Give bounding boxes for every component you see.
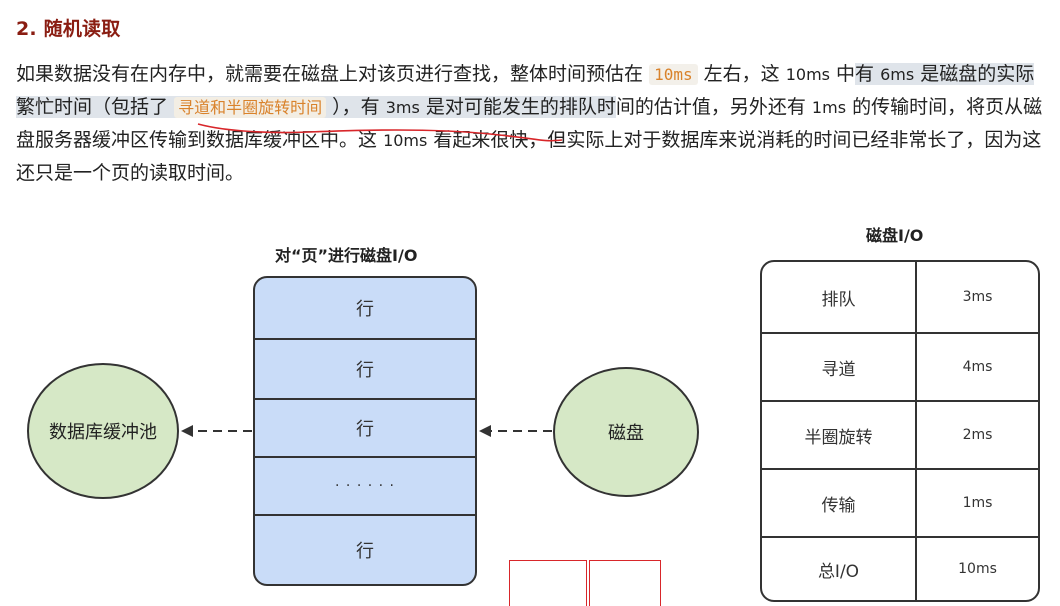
table-row: 传输 1ms bbox=[762, 470, 1038, 536]
table-cell-label: 传输 bbox=[762, 470, 917, 536]
para-text-3: 中 bbox=[836, 63, 856, 85]
red-annotation-box bbox=[509, 560, 587, 606]
table-cell-label: 半圈旋转 bbox=[762, 402, 917, 468]
row-divider bbox=[255, 456, 475, 458]
para-num-5: 10ms bbox=[383, 131, 428, 150]
inline-chip-seek: 寻道和半圈旋转时间 bbox=[174, 97, 327, 118]
page-row: 行 bbox=[356, 360, 374, 381]
page-row-ellipsis: · · · · · · bbox=[335, 478, 395, 494]
para-text-4: 间的估计值，另外还有 bbox=[615, 96, 806, 118]
disk-node: 磁盘 bbox=[553, 367, 699, 497]
diagram-title: 对“页”进行磁盘I/O bbox=[275, 246, 418, 265]
page-rows-stack: 行 行 行 · · · · · · 行 bbox=[253, 276, 477, 586]
table-row: 总I/O 10ms bbox=[762, 538, 1038, 600]
table-cell-label: 寻道 bbox=[762, 334, 917, 400]
table-cell-label: 总I/O bbox=[762, 538, 917, 600]
row-divider bbox=[255, 398, 475, 400]
table-cell-value: 4ms bbox=[962, 359, 993, 375]
para-num-2: 6ms bbox=[880, 65, 915, 84]
page-row: 行 bbox=[356, 541, 374, 562]
page-row: 行 bbox=[356, 299, 374, 320]
disk-io-table: 排队 3ms 寻道 4ms 半圈旋转 2ms 传输 1ms 总I/O 10ms bbox=[760, 260, 1040, 602]
page-row: 行 bbox=[356, 419, 374, 440]
table-divider bbox=[762, 536, 1038, 538]
para-num-4: 1ms bbox=[811, 98, 847, 117]
table-cell-value: 3ms bbox=[962, 289, 993, 305]
body-paragraph: 如果数据没有在内存中，就需要在磁盘上对该页进行查找，整体时间预估在 10ms 左… bbox=[16, 58, 1052, 189]
table-row: 排队 3ms bbox=[762, 262, 1038, 332]
io-table-title: 磁盘I/O bbox=[866, 226, 924, 245]
inline-code-10ms: 10ms bbox=[649, 64, 698, 85]
table-cell-label: 排队 bbox=[762, 262, 917, 332]
buffer-pool-node: 数据库缓冲池 bbox=[27, 363, 179, 499]
para-text-2: 左右，这 bbox=[703, 63, 780, 85]
table-row: 寻道 4ms bbox=[762, 334, 1038, 400]
table-divider bbox=[762, 332, 1038, 334]
table-divider bbox=[762, 400, 1038, 402]
para-text-1: 如果数据没有在内存中，就需要在磁盘上对该页进行查找，整体时间预估在 bbox=[16, 63, 644, 85]
para-text-6: 看起来很快，但实际上对于数据库来说消耗的时间已经非常长了，因为这还只是一个页的读… bbox=[16, 129, 1042, 184]
table-row: 半圈旋转 2ms bbox=[762, 402, 1038, 468]
table-cell-value: 2ms bbox=[962, 427, 993, 443]
para-num-1: 10ms bbox=[785, 65, 830, 84]
section-heading: 2. 随机读取 bbox=[16, 18, 121, 40]
row-divider bbox=[255, 338, 475, 340]
para-num-3: 3ms bbox=[385, 98, 420, 117]
row-divider bbox=[255, 514, 475, 516]
table-divider bbox=[762, 468, 1038, 470]
table-cell-value: 1ms bbox=[962, 495, 993, 511]
table-cell-value: 10ms bbox=[958, 561, 997, 577]
red-annotation-box bbox=[589, 560, 661, 606]
